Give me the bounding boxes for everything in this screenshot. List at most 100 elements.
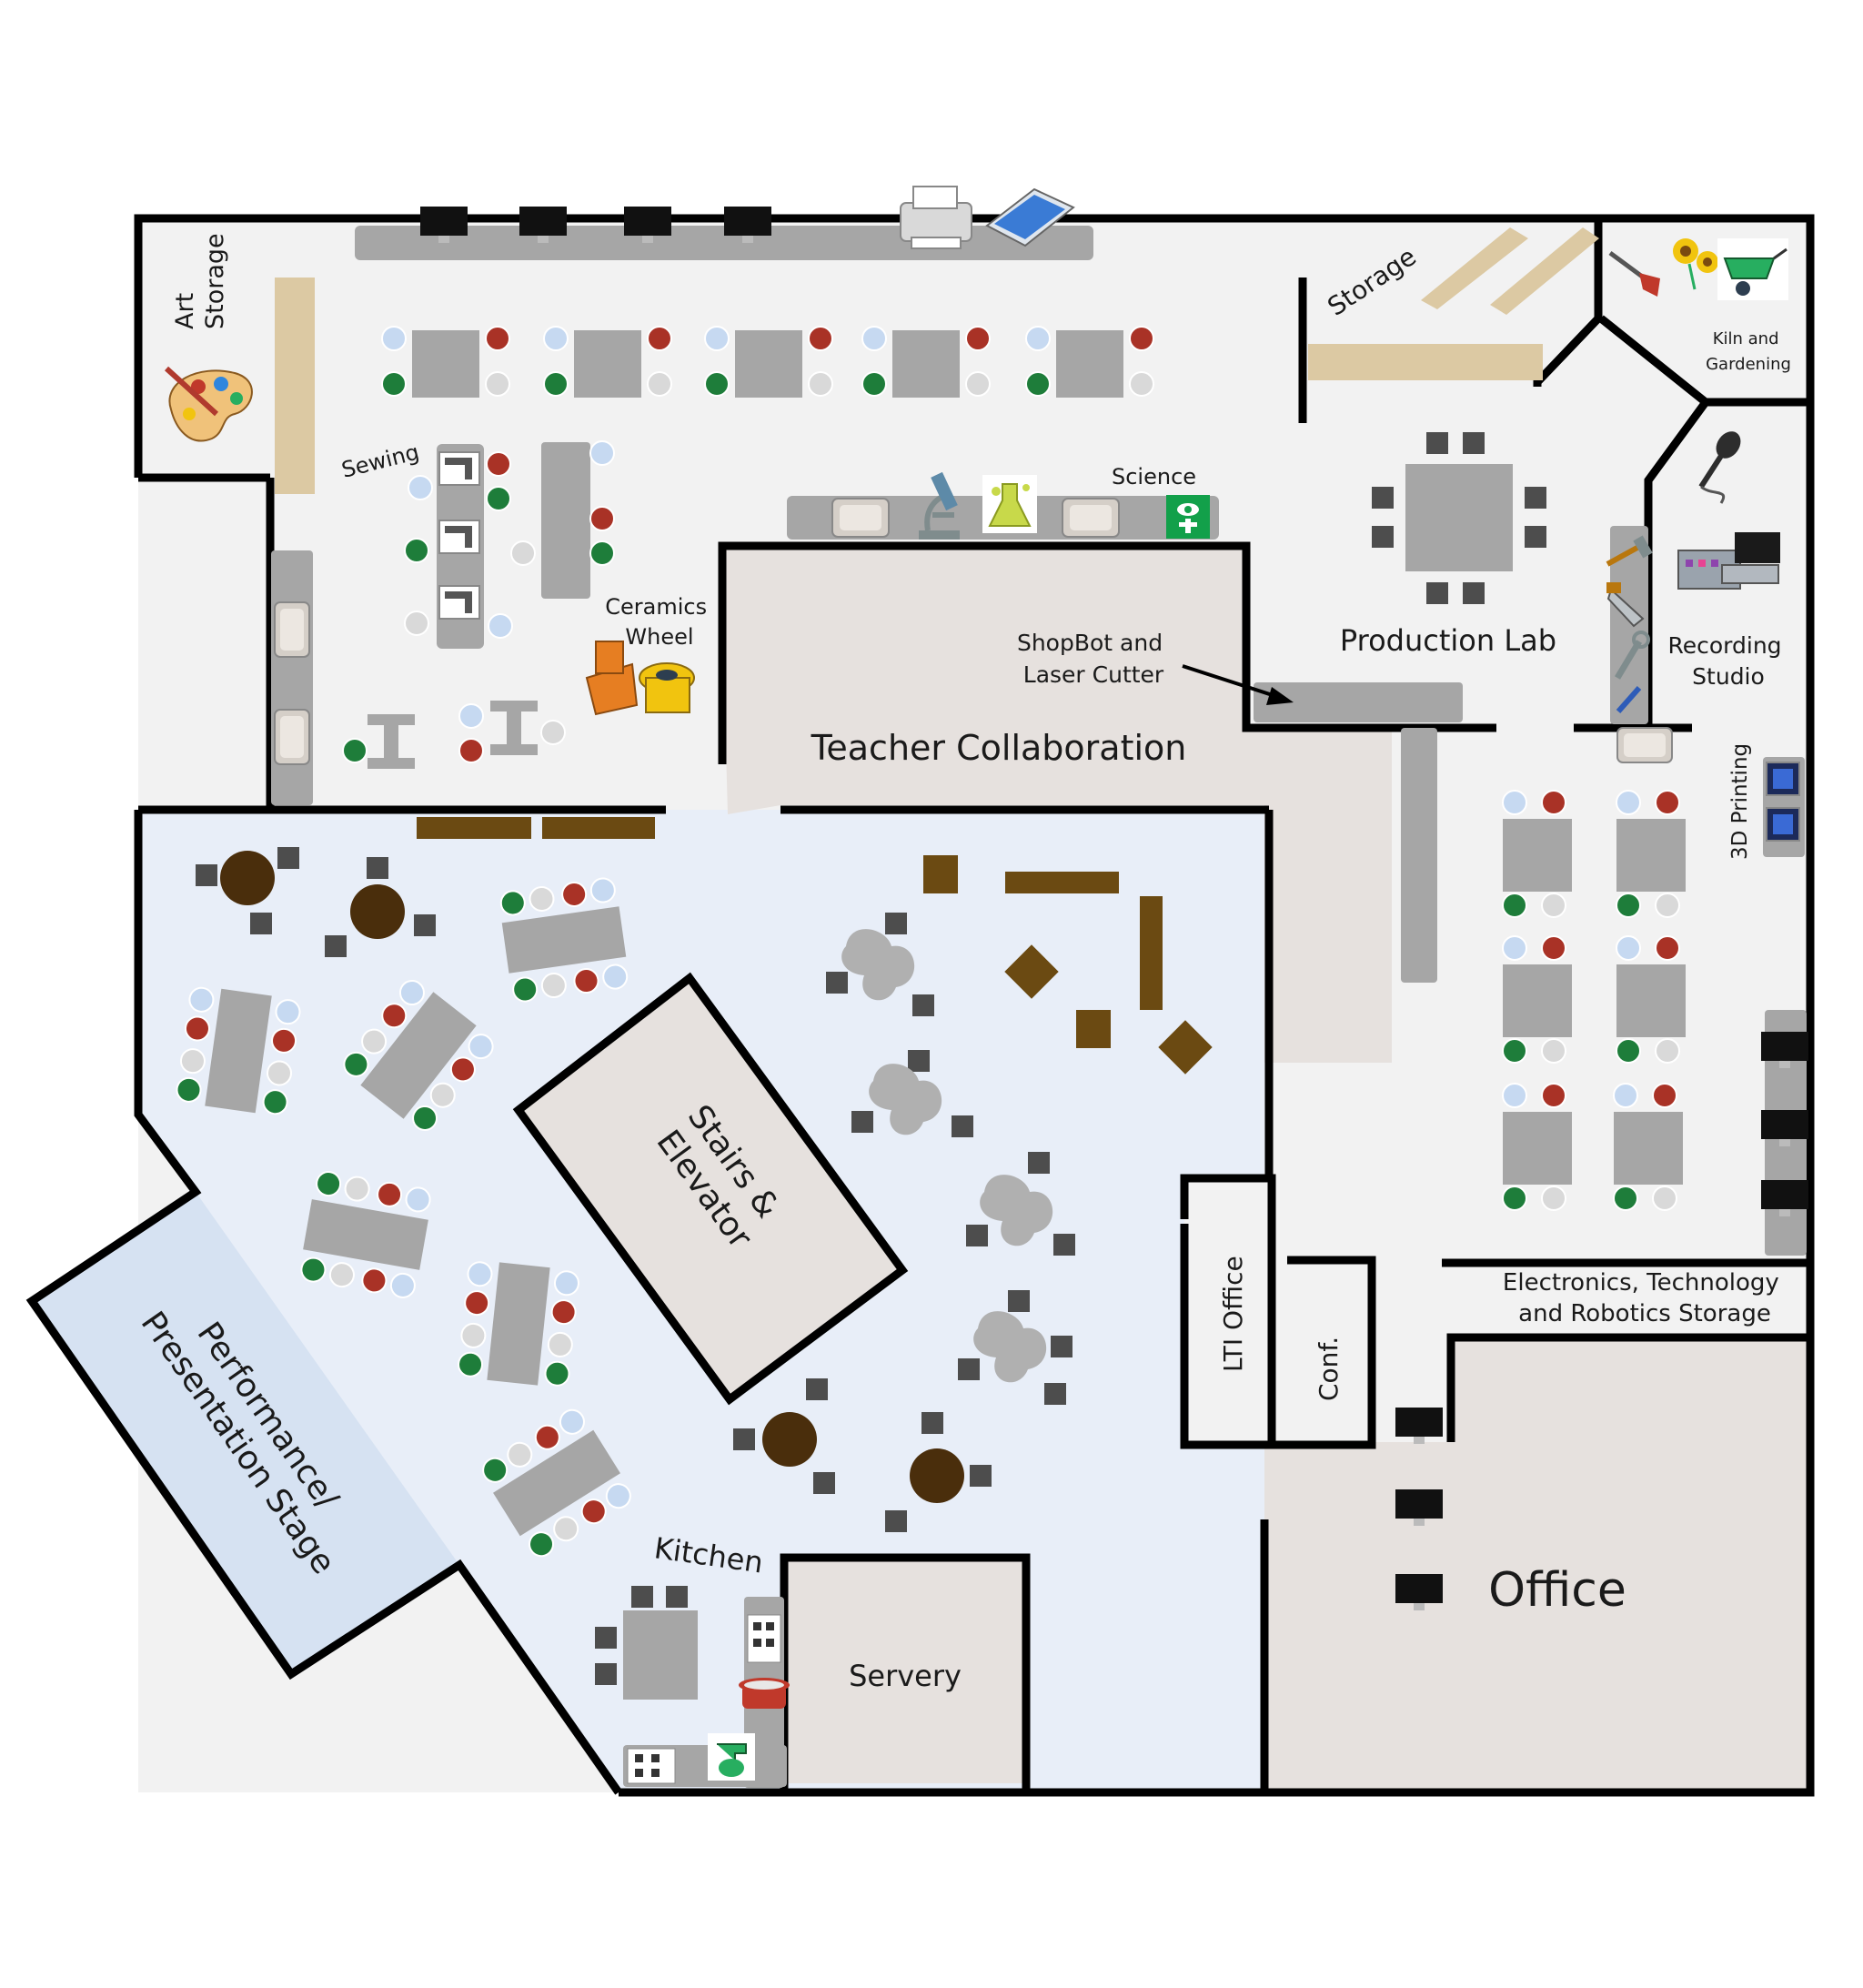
screwdriver-icon <box>1616 686 1642 713</box>
stool <box>595 1627 617 1649</box>
chair <box>344 1176 370 1202</box>
stool <box>966 1225 988 1246</box>
stool <box>1463 432 1485 454</box>
chair <box>1616 935 1641 961</box>
round-table <box>350 884 405 939</box>
chair <box>1129 326 1154 351</box>
chair <box>1616 893 1641 918</box>
chair <box>553 1270 579 1297</box>
square-table <box>1614 1112 1683 1185</box>
sewing-machine-needle <box>465 599 472 613</box>
chair <box>485 371 510 397</box>
brown-cube-3 <box>1004 944 1059 999</box>
i-table-top <box>490 701 538 711</box>
art-shelf <box>275 278 315 494</box>
stool <box>196 864 217 886</box>
chair <box>429 1082 456 1108</box>
stool <box>1372 487 1394 509</box>
outer-wall-top <box>134 214 1815 1797</box>
stool <box>414 914 436 936</box>
chair <box>300 1256 327 1283</box>
brown-cube-2 <box>1076 1010 1111 1048</box>
sink-icon <box>1616 727 1673 763</box>
chair <box>361 1028 388 1055</box>
chair <box>485 326 510 351</box>
i-table-stem <box>507 710 521 746</box>
rect-table <box>493 1429 620 1537</box>
chair <box>965 326 991 351</box>
teacher-collaboration-room <box>720 546 1392 1063</box>
shopbot-label: ShopBot and Laser Cutter <box>1017 630 1170 688</box>
chair <box>647 371 672 397</box>
chair <box>1655 790 1680 815</box>
chair <box>464 1290 490 1317</box>
chair <box>580 1499 607 1525</box>
conference-label: Conf. <box>1314 1337 1344 1401</box>
wheelbarrow-icon <box>1717 238 1788 300</box>
chair <box>1541 893 1566 918</box>
production-table <box>1405 464 1513 571</box>
office-room-upper <box>1451 1337 1808 1447</box>
computer-monitor-icon <box>420 207 468 243</box>
chair <box>573 968 599 994</box>
stool <box>1525 526 1546 548</box>
i-table-stem <box>384 723 398 760</box>
sewing-machine-icon <box>438 451 480 486</box>
chair <box>1502 893 1527 918</box>
chair <box>468 1034 494 1060</box>
chair <box>1655 935 1680 961</box>
chair <box>343 1051 369 1077</box>
soft-seat <box>841 929 915 1001</box>
chair <box>184 1015 210 1042</box>
lti-office-label: LTI Office <box>1218 1256 1248 1372</box>
chair <box>381 326 407 351</box>
brown-bench-1 <box>417 817 531 839</box>
chair <box>1541 1083 1566 1108</box>
computer-monitor-icon <box>1395 1489 1443 1526</box>
table-group <box>343 980 494 1131</box>
3d-printing-label: 3D Printing <box>1728 743 1752 860</box>
stools <box>196 432 1546 1685</box>
stool <box>908 1050 930 1072</box>
table-group <box>176 986 301 1115</box>
soft-seat <box>980 1175 1053 1246</box>
chair <box>381 1003 408 1029</box>
rect-table <box>487 1262 550 1386</box>
stool <box>1028 1152 1050 1174</box>
sewing-machine-row <box>438 451 480 620</box>
chair <box>1025 371 1051 397</box>
monitor-stand <box>1779 1061 1790 1068</box>
chair <box>808 326 833 351</box>
table-group <box>482 1408 631 1558</box>
computer-monitor-icon <box>1395 1408 1443 1444</box>
chair <box>1541 935 1566 961</box>
monitor-stand <box>1779 1139 1790 1146</box>
monitor-screen <box>1395 1574 1443 1603</box>
table-group <box>499 877 629 1003</box>
chair <box>271 1027 297 1054</box>
stool <box>595 1663 617 1685</box>
sewing-machine-icon <box>438 520 480 554</box>
chair <box>458 1351 484 1377</box>
icons <box>164 186 1808 1784</box>
i-table-top <box>368 714 415 725</box>
conference-room <box>1272 1260 1368 1442</box>
left-counter <box>271 550 313 805</box>
sink-icon <box>274 709 310 765</box>
stool <box>325 935 347 957</box>
servery-room <box>784 1558 1026 1783</box>
sewing-machine-body <box>438 451 480 486</box>
chair <box>1502 935 1527 961</box>
chair <box>1652 1083 1677 1108</box>
chair <box>179 1048 206 1075</box>
ceramics-label: Ceramics Wheel <box>605 594 713 650</box>
rect-table <box>205 988 272 1114</box>
brown-cube-1 <box>923 855 958 893</box>
mixing-console-icon <box>1677 532 1780 590</box>
3d-printer-icon <box>1766 762 1800 796</box>
lti-wall <box>1180 1174 1276 1442</box>
chair <box>1541 1038 1566 1064</box>
square-table <box>1616 964 1686 1037</box>
chair <box>449 1056 476 1083</box>
chair <box>512 976 539 1003</box>
